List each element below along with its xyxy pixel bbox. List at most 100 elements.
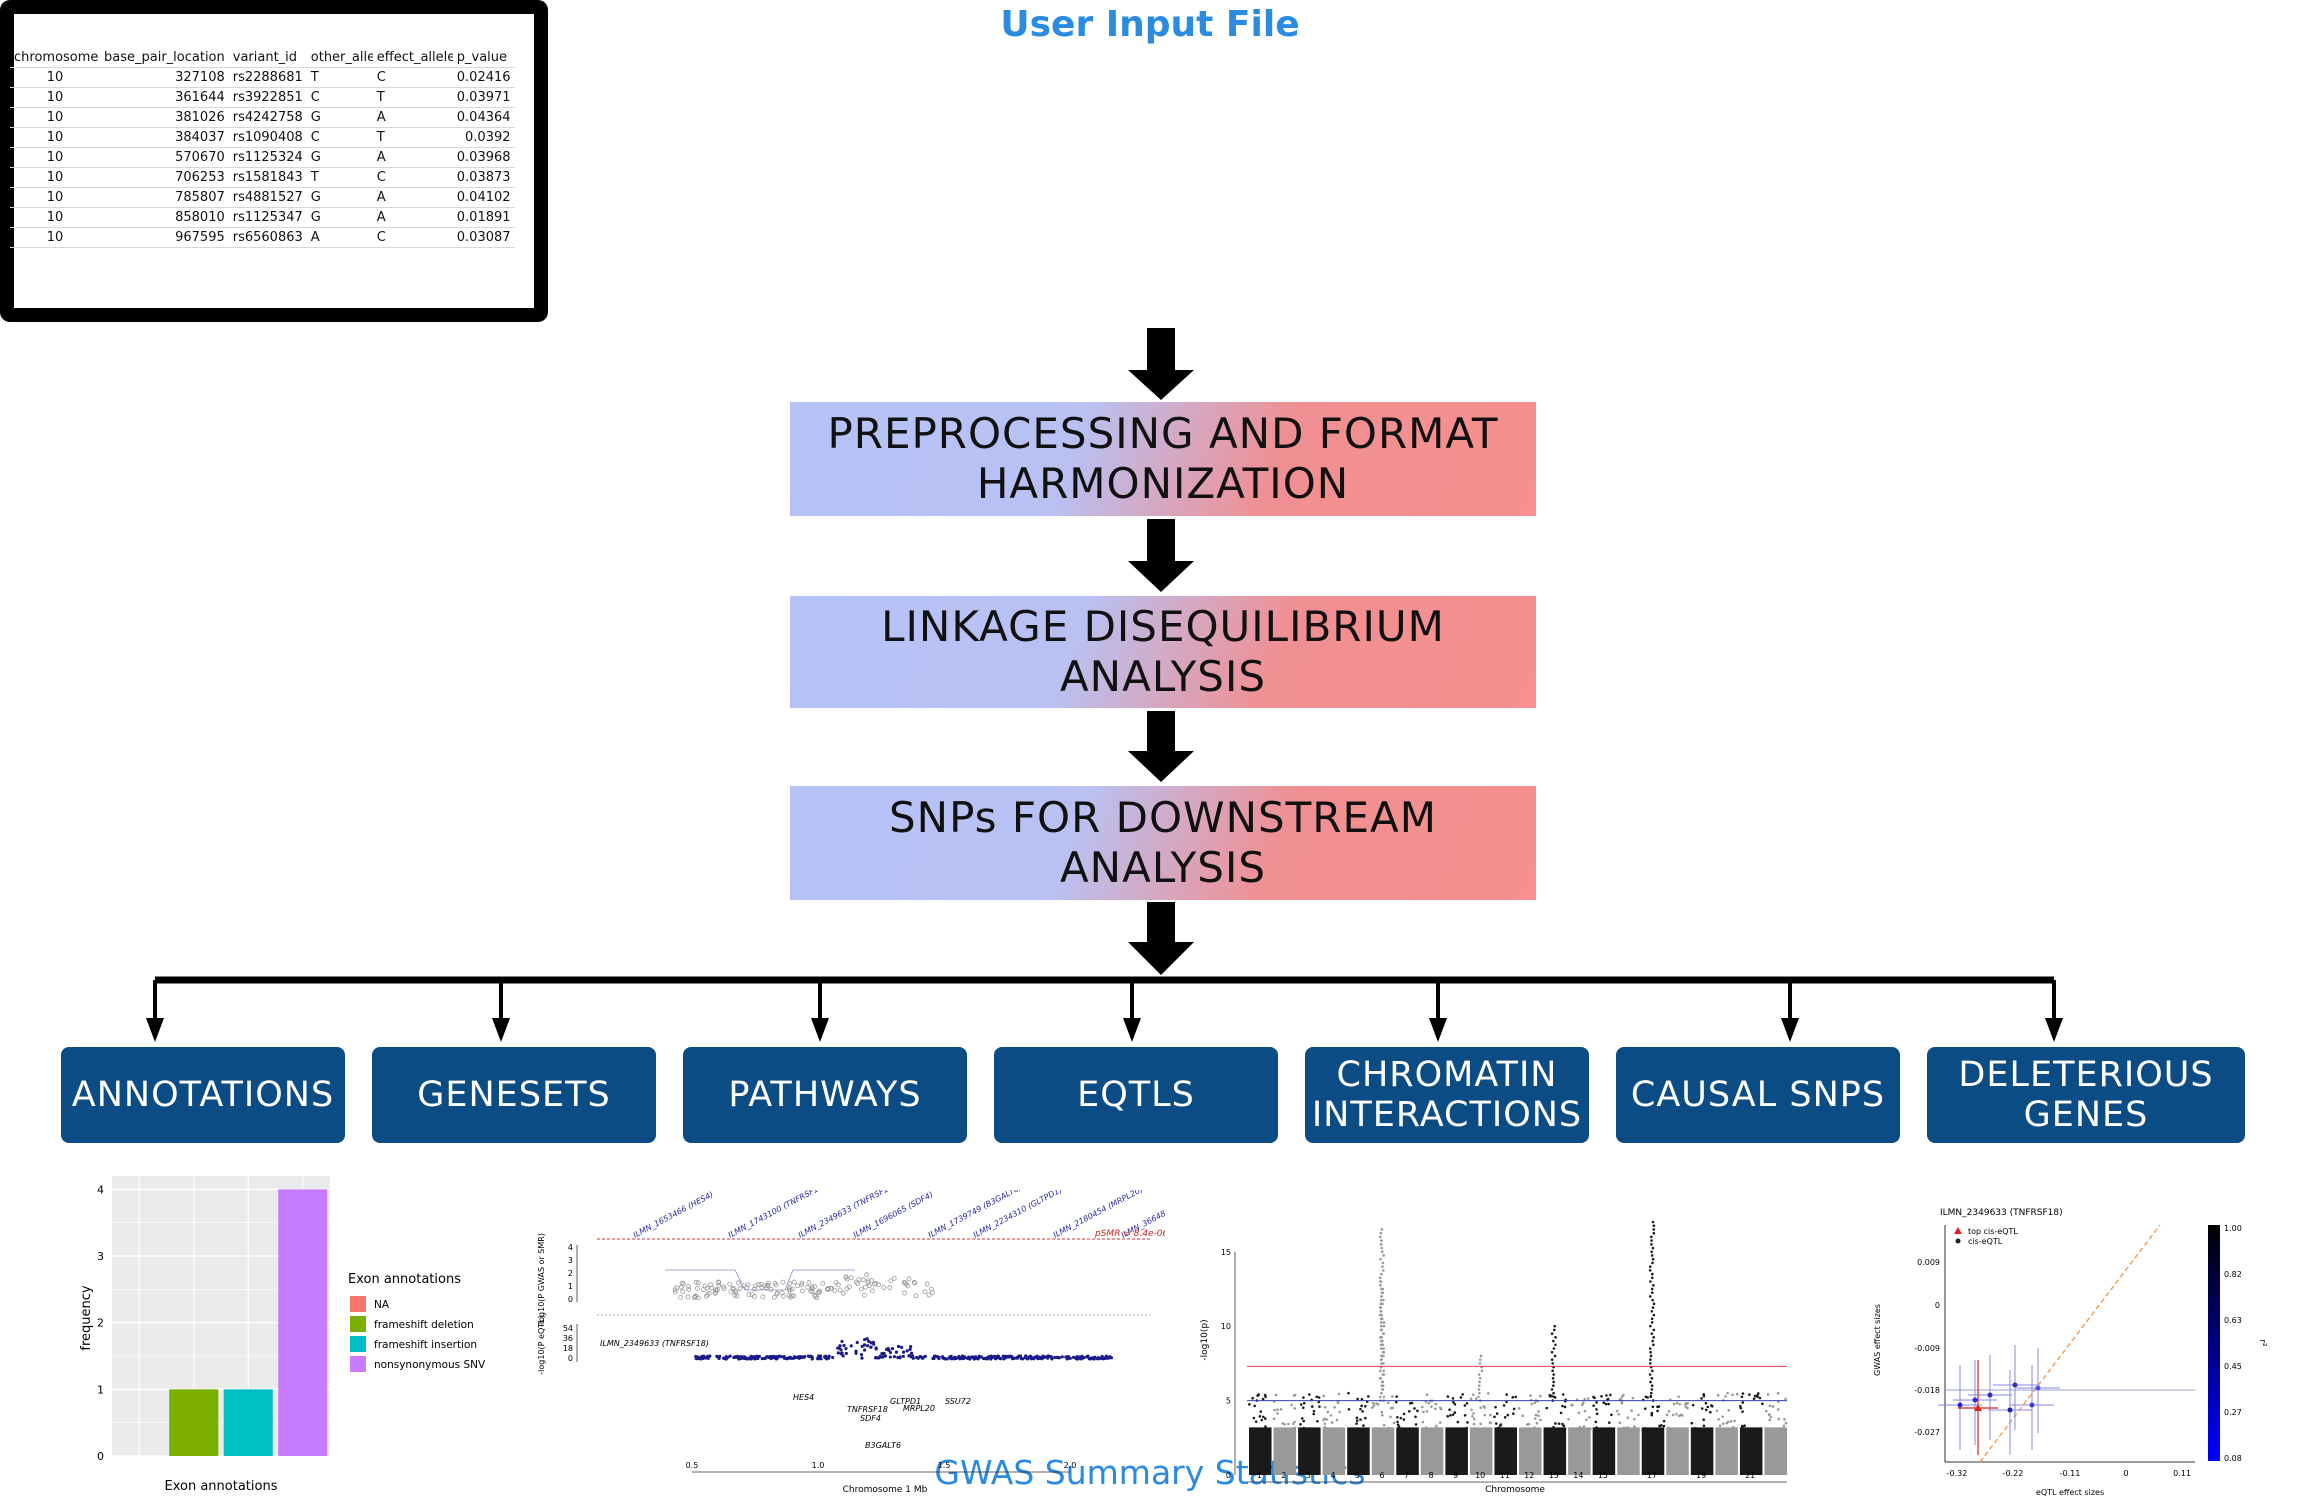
chromosome-block (1641, 1427, 1665, 1475)
data-point (704, 1285, 710, 1291)
data-point (1378, 1283, 1382, 1287)
data-point (1726, 1420, 1730, 1424)
data-point (1675, 1412, 1678, 1416)
table-cell: 0.04102 (452, 187, 515, 208)
data-point (1382, 1362, 1385, 1365)
data-point (1586, 1397, 1590, 1400)
data-point (1287, 1422, 1290, 1426)
data-point (805, 1284, 810, 1290)
data-point (1264, 1395, 1267, 1399)
data-point (1650, 1332, 1654, 1335)
data-point (693, 1294, 699, 1300)
data-point (866, 1344, 870, 1348)
data-point (764, 1285, 769, 1290)
data-point (888, 1278, 894, 1284)
table-cell: 0.03873 (452, 167, 515, 188)
data-point (1379, 1280, 1382, 1283)
data-point (1768, 1404, 1772, 1407)
data-point (791, 1279, 797, 1285)
chromosome-block (1469, 1427, 1493, 1475)
bar (278, 1189, 328, 1456)
data-point (1001, 1354, 1005, 1358)
data-point (902, 1290, 907, 1296)
stage-label: PREPROCESSING AND FORMAT (827, 409, 1499, 458)
y-tick-label: 0.009 (1917, 1258, 1940, 1267)
data-point (1607, 1421, 1611, 1424)
data-point (1649, 1395, 1653, 1399)
data-point (1323, 1405, 1327, 1409)
y-tick-label: 15 (1221, 1248, 1231, 1257)
y-axis-label: GWAS effect sizes (1873, 1304, 1882, 1376)
data-point (1380, 1317, 1384, 1321)
data-point (1650, 1276, 1654, 1280)
table-cell: rs4881527 (228, 187, 307, 208)
data-point (1347, 1391, 1350, 1395)
data-point (1754, 1428, 1758, 1432)
data-point (810, 1357, 814, 1361)
data-point (1032, 1357, 1036, 1361)
data-point (1563, 1405, 1567, 1409)
data-point (1043, 1355, 1048, 1359)
x-axis-label: eQTL effect sizes (2036, 1488, 2104, 1497)
data-point (1755, 1394, 1759, 1397)
data-point (1300, 1417, 1304, 1420)
table-cell: 0.0392 (452, 127, 515, 148)
data-point (1702, 1394, 1706, 1398)
data-point (709, 1285, 715, 1291)
data-point (672, 1287, 678, 1293)
y-tick-label: -0.009 (1914, 1344, 1940, 1353)
table-cell: C (372, 167, 453, 188)
data-point (1551, 1362, 1554, 1365)
output-annotations: ANNOTATIONS (61, 1047, 345, 1143)
output-genesets: GENESETS (372, 1047, 656, 1143)
data-point (1076, 1357, 1080, 1361)
data-point (686, 1287, 692, 1292)
data-point (1756, 1392, 1760, 1395)
data-point (1563, 1427, 1567, 1431)
data-point (846, 1284, 852, 1290)
data-point (863, 1284, 868, 1290)
table-cell: rs3922851 (228, 87, 307, 108)
table-cell: T (372, 127, 453, 148)
data-point (1595, 1408, 1598, 1411)
data-point (1710, 1404, 1713, 1407)
data-point (841, 1354, 845, 1358)
x-tick-label: 7 (1404, 1471, 1409, 1480)
data-point (837, 1287, 843, 1293)
output-label: EQTLS (1077, 1075, 1195, 1115)
data-point (884, 1347, 889, 1351)
legend-marker (1955, 1238, 1961, 1244)
data-point (749, 1354, 753, 1358)
data-point (1272, 1417, 1276, 1420)
x-tick-label: 19 (1696, 1471, 1706, 1480)
data-point (900, 1345, 904, 1349)
data-point (1082, 1355, 1086, 1360)
chromosome-block (1592, 1427, 1616, 1475)
data-point (1505, 1393, 1508, 1396)
table-cell: 10 (10, 207, 100, 228)
data-point (1731, 1393, 1734, 1397)
data-point (1489, 1413, 1492, 1417)
data-point (1407, 1409, 1411, 1413)
data-point (1283, 1423, 1287, 1426)
data-point (915, 1355, 919, 1360)
data-point (1100, 1354, 1104, 1359)
data-point (909, 1351, 914, 1355)
data-point (898, 1356, 902, 1360)
data-point (1727, 1408, 1731, 1412)
chart-title: ILMN_2349633 (TNFRSF18) (1940, 1208, 2063, 1218)
data-point (1299, 1423, 1302, 1426)
table-cell: A (372, 187, 453, 208)
data-point (780, 1279, 786, 1285)
data-point (860, 1356, 864, 1360)
data-point (812, 1294, 818, 1299)
data-point (1088, 1356, 1092, 1361)
data-point (1671, 1413, 1675, 1417)
data-point (793, 1355, 797, 1360)
data-point (1379, 1336, 1382, 1339)
data-point (901, 1350, 906, 1354)
data-point (881, 1355, 885, 1359)
data-point (1379, 1321, 1383, 1324)
